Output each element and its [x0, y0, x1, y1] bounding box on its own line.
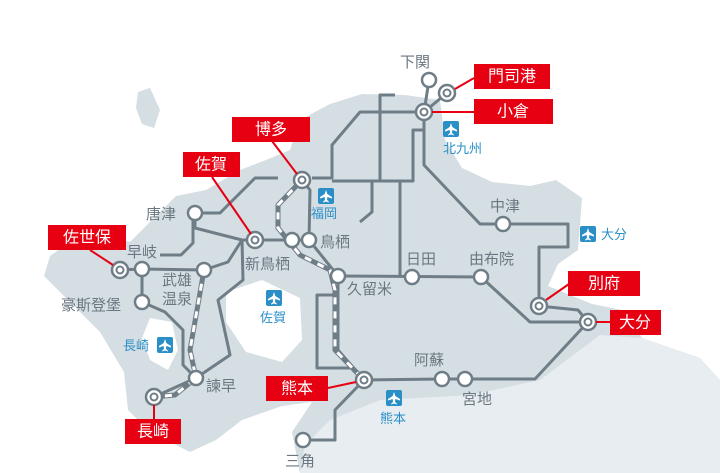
station-shimonoseki[interactable] [420, 71, 438, 89]
callout-mojiko[interactable]: 門司港 [474, 64, 550, 89]
callout-kumamoto[interactable]: 熊本 [266, 376, 328, 401]
label-yufuin: 由布院 [469, 250, 514, 268]
station-aso[interactable] [433, 370, 451, 388]
callout-kokura[interactable]: 小倉 [474, 99, 553, 124]
svg-text:博多: 博多 [255, 120, 287, 139]
rail-misumi-line [303, 378, 366, 442]
airplane-icon [582, 228, 594, 241]
station-sasebo[interactable] [110, 260, 130, 280]
airport-kumamoto [386, 390, 402, 406]
rail-chikuho-3 [359, 181, 374, 224]
station-mojiko[interactable] [437, 83, 457, 103]
label-aso: 阿蘇 [414, 351, 444, 369]
airport-label-kumamoto: 熊本 [380, 411, 406, 427]
station-beppu[interactable] [529, 296, 549, 316]
station-hakata[interactable] [292, 170, 312, 190]
station-labels: 下関 唐津 早岐 武雄 温泉 豪斯登堡 諫早 新鳥栖 鳥栖 久留米 日田 由布院… [61, 53, 520, 470]
station-haiki[interactable] [133, 260, 151, 278]
label-huis-ten-bosch: 豪斯登堡 [61, 296, 121, 314]
callout-hakata[interactable]: 博多 [232, 117, 310, 142]
station-shintosu[interactable] [283, 231, 301, 249]
svg-text:小倉: 小倉 [497, 102, 529, 121]
svg-text:長崎: 長崎 [137, 422, 169, 441]
rail-karatsu-line [195, 176, 278, 215]
station-karatsu[interactable] [186, 204, 204, 222]
nishi-kyushu-shinkansen-dash [153, 269, 206, 399]
airport-label-kitakyushu: 北九州 [443, 142, 482, 157]
label-tosu: 鳥栖 [320, 233, 350, 251]
island [136, 88, 160, 128]
airplane-icon [445, 123, 457, 136]
callout-nagasaki[interactable]: 長崎 [125, 419, 181, 444]
airplane-icon [388, 392, 400, 405]
airport-saga [266, 290, 282, 306]
ariake-sea [226, 280, 302, 362]
callout-sasebo[interactable]: 佐世保 [48, 225, 126, 250]
svg-text:佐賀: 佐賀 [195, 155, 227, 174]
label-takeo-2: 温泉 [162, 290, 192, 308]
airport-oita [580, 226, 596, 242]
airport-nagasaki [157, 337, 173, 353]
svg-text:大分: 大分 [619, 313, 651, 332]
station-yufuin[interactable] [472, 268, 490, 286]
callout-oita[interactable]: 大分 [610, 310, 661, 335]
svg-text:門司港: 門司港 [488, 67, 536, 86]
airport-label-nagasaki: 長崎 [123, 339, 149, 354]
airports: 北九州 福岡 佐賀 長崎 大分 熊本 [123, 121, 627, 427]
station-kurume[interactable] [329, 267, 347, 285]
label-takeo-1: 武雄 [162, 271, 192, 289]
station-hita[interactable] [403, 268, 421, 286]
major-station-callouts: 門司港 小倉 博多 佐賀 佐世保 長崎 熊本 別府 大分 [48, 64, 661, 444]
svg-text:熊本: 熊本 [281, 379, 313, 398]
label-miyaji: 宮地 [462, 390, 492, 408]
callout-saga[interactable]: 佐賀 [183, 152, 240, 177]
rail-kurume-loop [315, 293, 350, 370]
label-misumi: 三角 [285, 452, 315, 470]
airplane-icon [159, 339, 171, 352]
station-tosu[interactable] [300, 231, 318, 249]
station-nakatsu[interactable] [494, 215, 512, 233]
airport-label-oita: 大分 [601, 228, 627, 243]
station-isahaya[interactable] [187, 369, 205, 387]
rail-chikuhi-west [160, 213, 195, 257]
label-isahaya: 諫早 [206, 377, 236, 395]
airplane-icon [320, 190, 332, 203]
major-stations [110, 83, 598, 407]
station-takeo-onsen[interactable] [195, 261, 213, 279]
label-haiki: 早岐 [127, 243, 157, 261]
airplane-icon [268, 292, 280, 305]
station-miyaji[interactable] [456, 370, 474, 388]
rail-nippo-line [422, 112, 590, 323]
svg-text:別府: 別府 [588, 274, 620, 293]
airport-label-saga: 佐賀 [260, 311, 286, 326]
airport-label-fukuoka: 福岡 [311, 207, 337, 222]
land-south [300, 335, 720, 473]
airport-kitakyushu [443, 121, 459, 137]
minor-stations [133, 71, 512, 449]
rail-nagasaki-south [195, 239, 245, 380]
label-nakatsu: 中津 [490, 197, 520, 215]
rail-chikuho-1 [378, 93, 395, 181]
svg-text:佐世保: 佐世保 [63, 228, 111, 247]
station-kokura[interactable] [414, 102, 434, 122]
airport-fukuoka [318, 188, 334, 204]
kyushu-shinkansen-dash [276, 178, 366, 382]
station-oita[interactable] [578, 312, 598, 332]
label-shintosu: 新鳥栖 [245, 255, 290, 273]
station-kumamoto[interactable] [354, 370, 374, 390]
label-shimonoseki: 下関 [400, 53, 430, 71]
label-hita: 日田 [406, 250, 436, 268]
label-kurume: 久留米 [347, 280, 392, 298]
station-saga[interactable] [245, 230, 265, 250]
callout-beppu[interactable]: 別府 [568, 271, 640, 296]
station-misumi[interactable] [294, 431, 312, 449]
station-nagasaki[interactable] [144, 387, 164, 407]
label-karatsu: 唐津 [146, 205, 176, 223]
station-huis-ten-bosch[interactable] [133, 293, 151, 311]
